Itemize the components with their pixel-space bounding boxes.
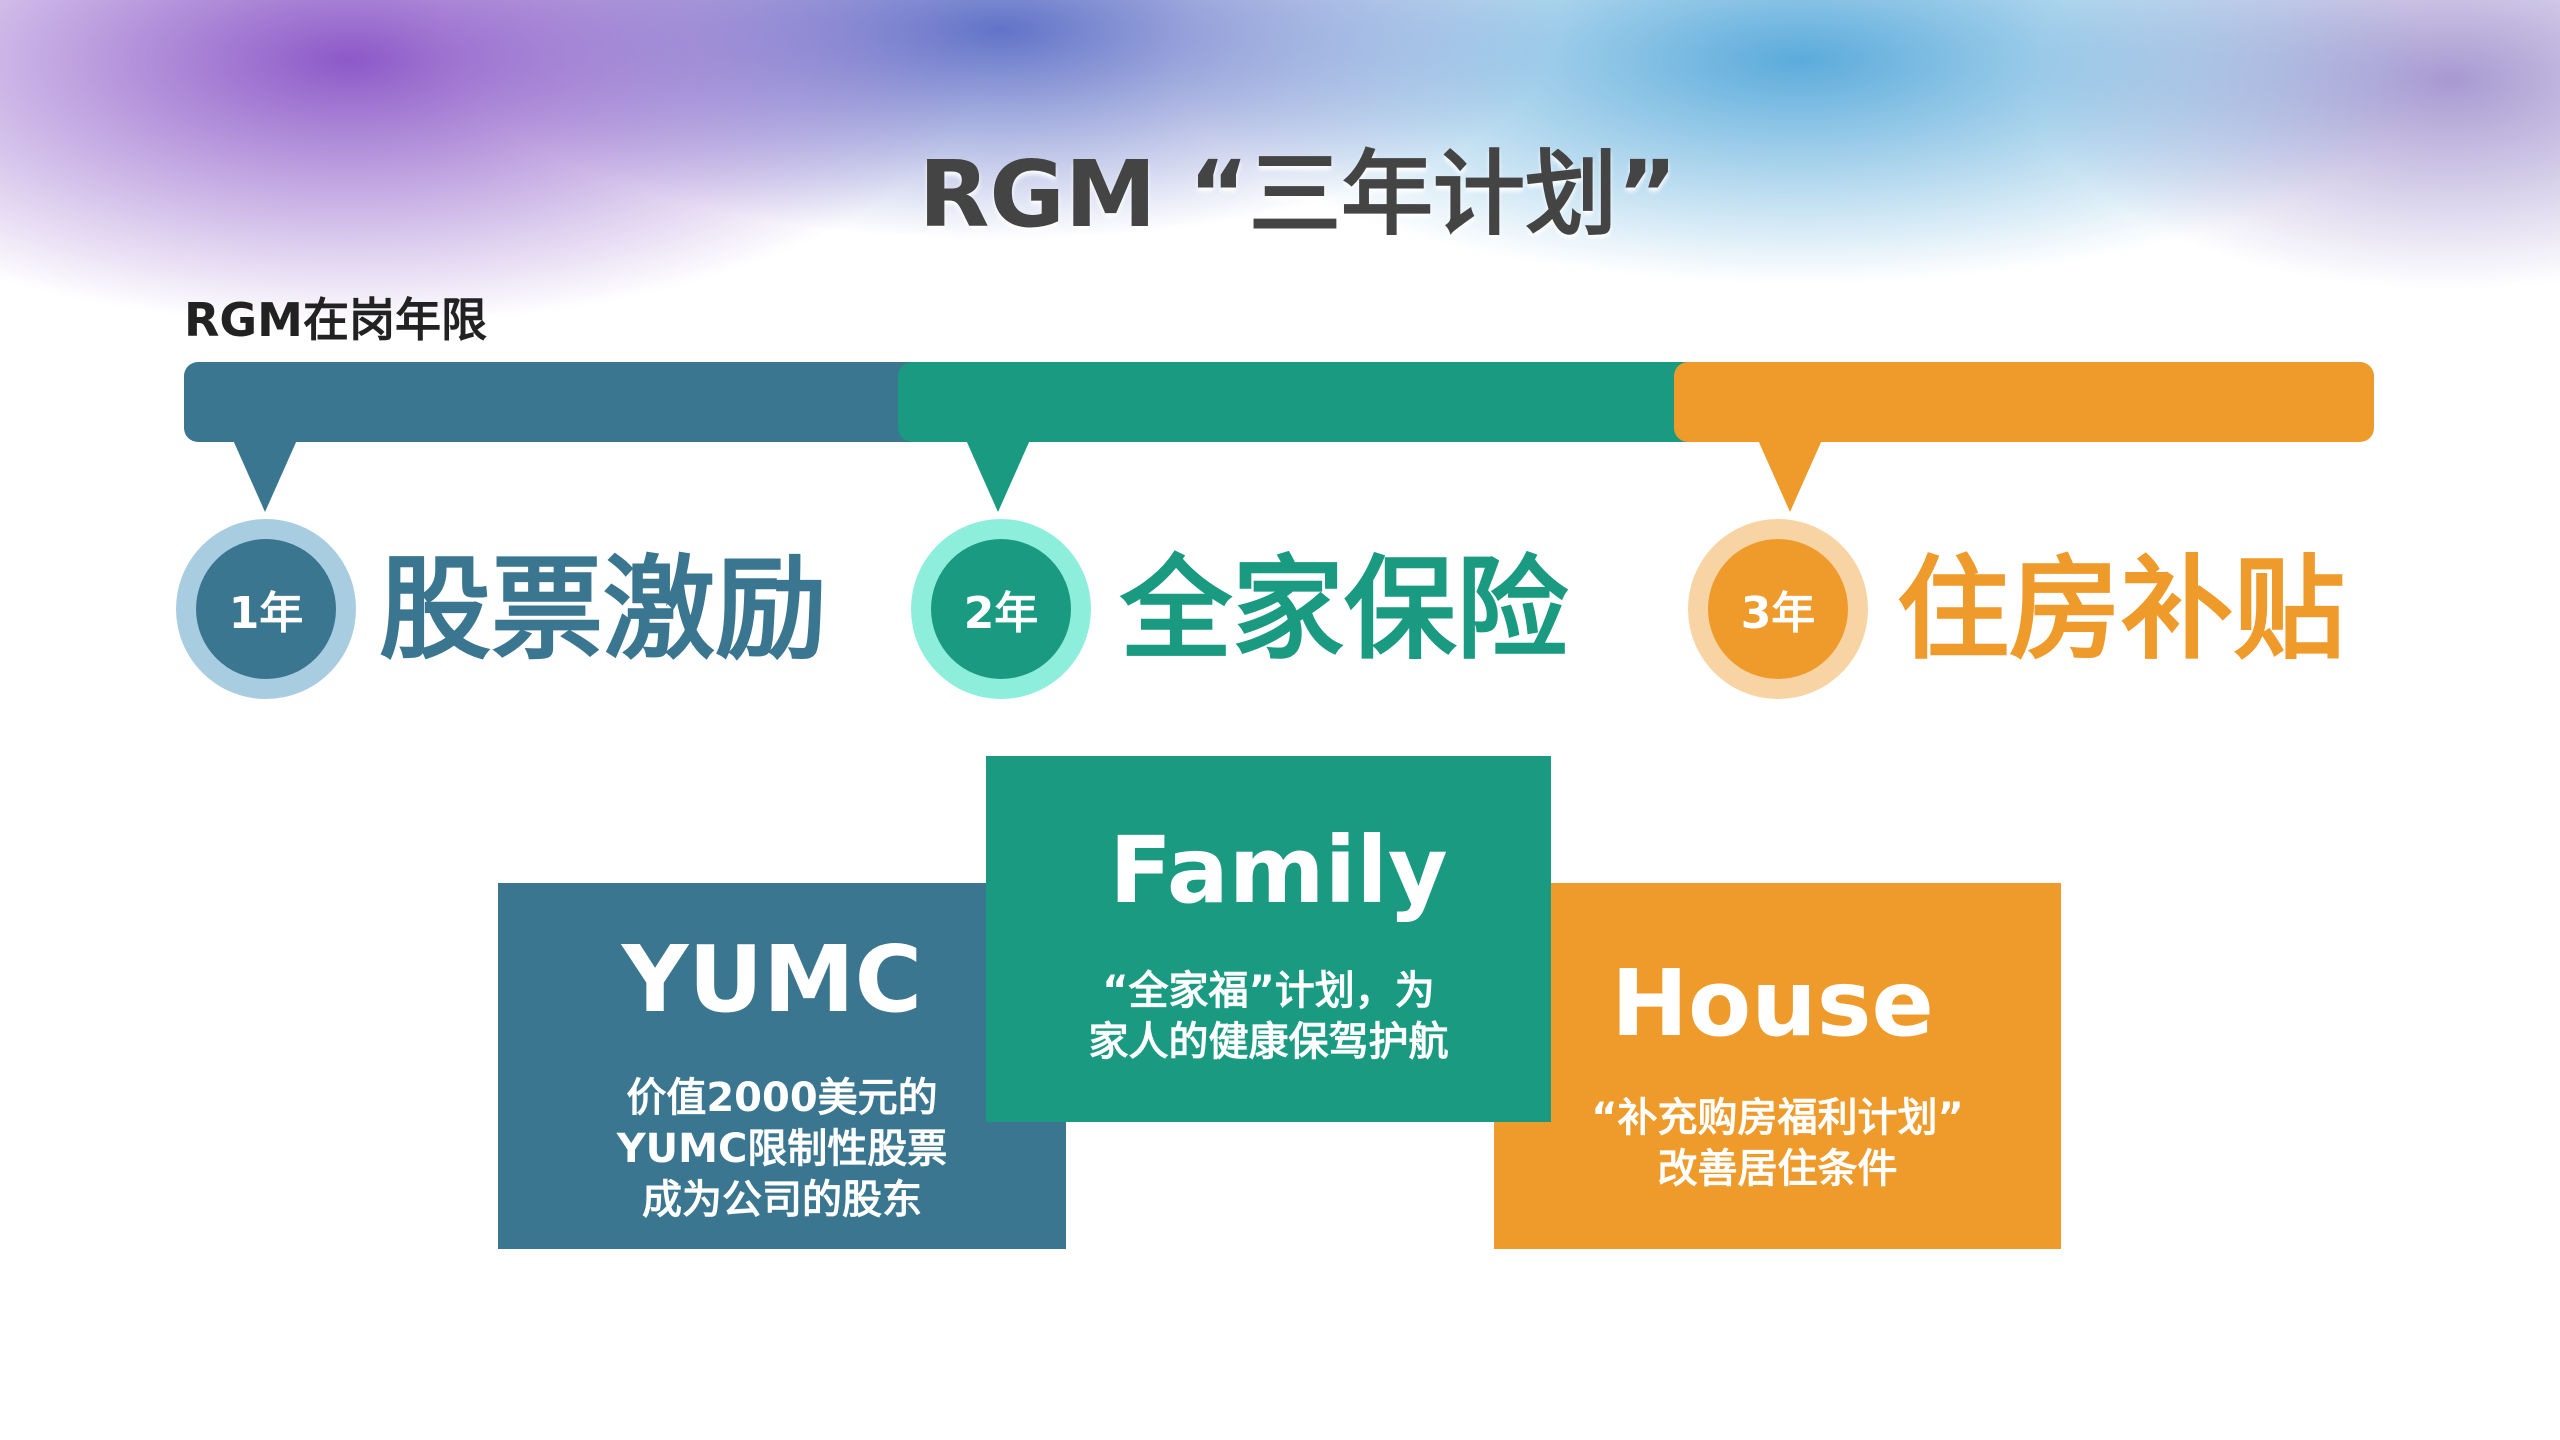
- card-family: Family “全家福”计划，为 家人的健康保驾护航: [986, 756, 1551, 1122]
- year2-label: 2年: [931, 539, 1071, 679]
- card-yumc-line: 成为公司的股东: [642, 1177, 922, 1223]
- card-yumc-line: YUMC限制性股票: [616, 1126, 948, 1172]
- card-family-line: “全家福”计划，为: [1102, 968, 1435, 1014]
- pointer-year1: [233, 440, 297, 512]
- card-house: House “补充购房福利计划” 改善居住条件: [1494, 883, 2061, 1249]
- card-yumc-heading: YUMC: [621, 926, 923, 1033]
- card-house-line: “补充购房福利计划”: [1591, 1095, 1964, 1141]
- card-family-heading: Family: [1109, 817, 1448, 924]
- timeline-segment-year3: [1674, 362, 2374, 442]
- year2-badge: 2年: [911, 519, 1091, 699]
- timeline-segment-year1: [184, 362, 914, 442]
- page-title: RGM “三年计划”: [918, 141, 1678, 248]
- year3-badge: 3年: [1688, 519, 1868, 699]
- card-family-line: 家人的健康保驾护航: [1088, 1019, 1449, 1065]
- card-house-line: 改善居住条件: [1657, 1146, 1898, 1192]
- stage3-title: 住房补贴: [1897, 545, 2345, 675]
- timeline-label: RGM在岗年限: [184, 293, 487, 347]
- stage1-title: 股票激励: [379, 545, 827, 675]
- card-yumc: YUMC 价值2000美元的 YUMC限制性股票 成为公司的股东: [498, 883, 1066, 1249]
- stage2-title: 全家保险: [1120, 545, 1568, 675]
- pointer-year2: [966, 440, 1030, 512]
- year3-label: 3年: [1708, 539, 1848, 679]
- card-house-heading: House: [1611, 950, 1934, 1057]
- year1-label: 1年: [196, 539, 336, 679]
- background-gradient: [0, 0, 2560, 620]
- timeline-segment-year2: [898, 362, 1688, 442]
- pointer-year3: [1758, 440, 1822, 512]
- year1-badge: 1年: [176, 519, 356, 699]
- card-yumc-line: 价值2000美元的: [626, 1075, 938, 1121]
